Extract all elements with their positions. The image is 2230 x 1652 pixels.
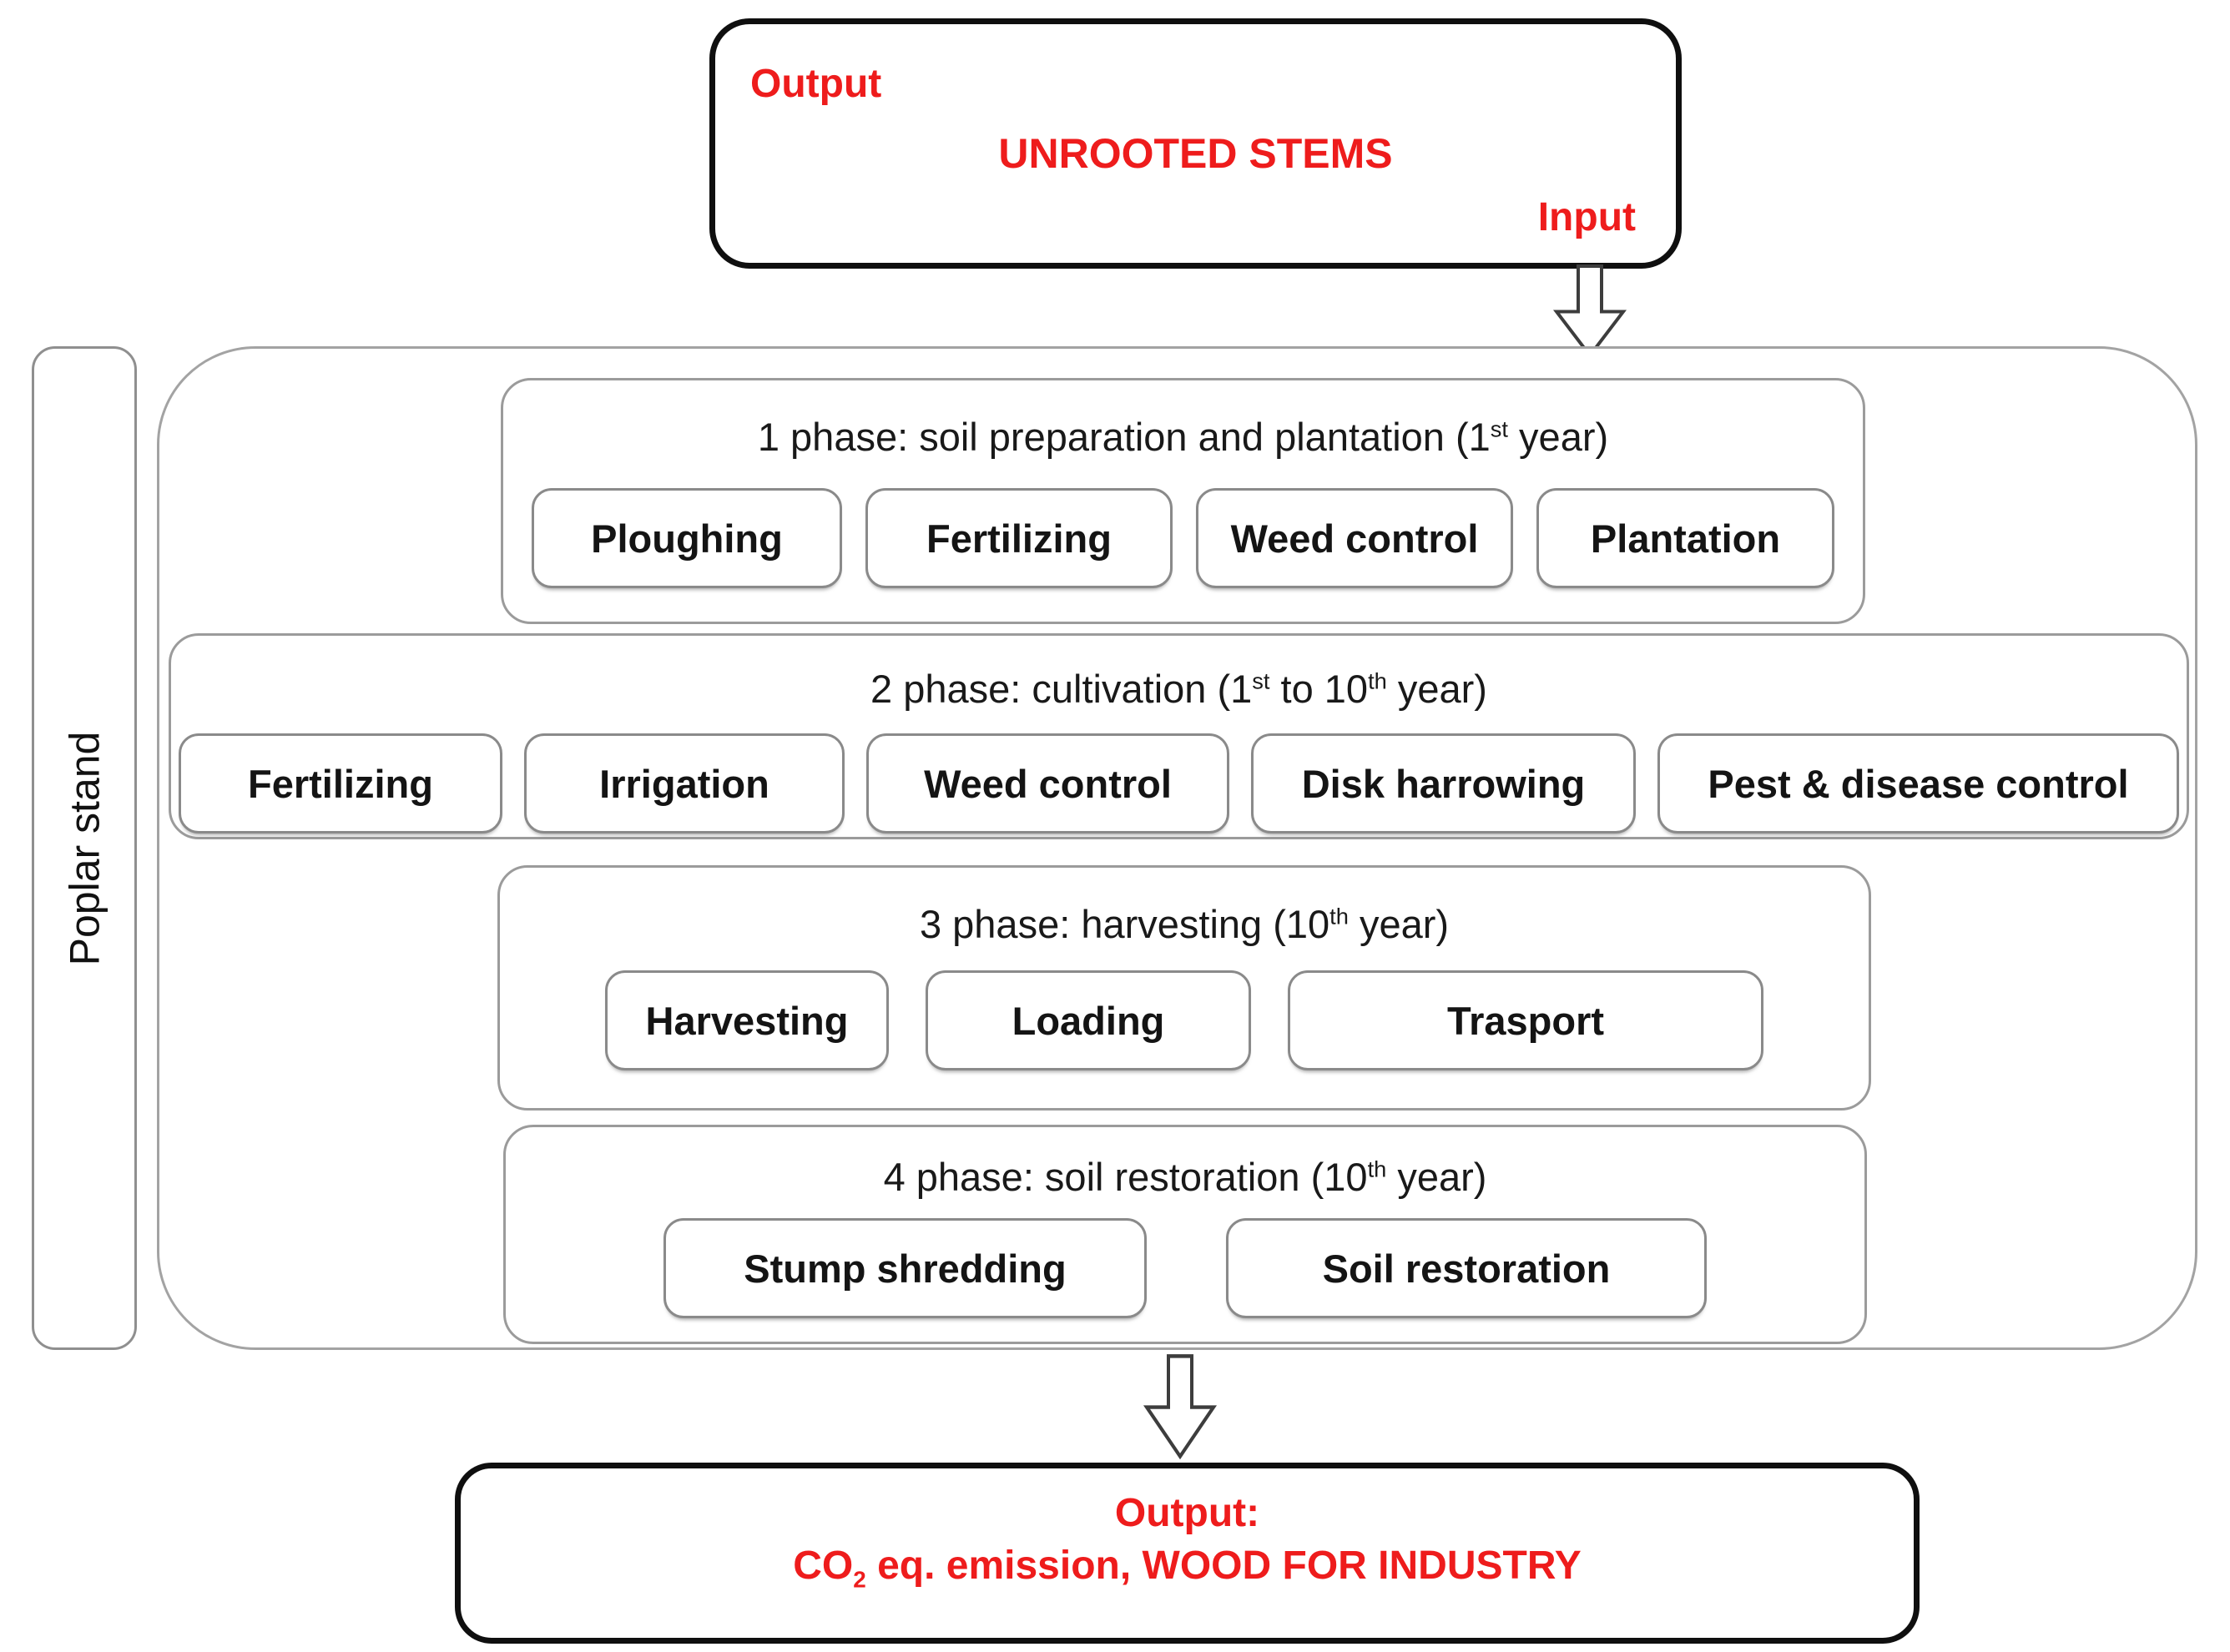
item-harvesting: Harvesting [605, 970, 889, 1070]
phase-2-title-tail: year) [1386, 667, 1487, 711]
phase-4-box: 4 phase: soil restoration (10th year) St… [503, 1125, 1867, 1344]
phase-2-box: 2 phase: cultivation (1st to 10th year) … [169, 633, 2189, 839]
poplar-stand-container: 1 phase: soil preparation and plantation… [157, 346, 2197, 1350]
output-box-line1: Output: [1114, 1491, 1260, 1535]
item-pest-disease-control: Pest & disease control [1657, 733, 2179, 834]
unrooted-stems-title: UNROOTED STEMS [998, 130, 1393, 177]
phase-1-title-sup: st [1490, 416, 1508, 442]
co2-subscript: 2 [853, 1566, 866, 1593]
phase-3-title: 3 phase: harvesting (10th year) [920, 901, 1449, 947]
input-label: Input [1537, 195, 1636, 239]
phase-2-title-sup1: st [1252, 667, 1270, 694]
item-loading: Loading [926, 970, 1251, 1070]
phase-3-items: Harvesting Loading Trasport [605, 970, 1763, 1070]
phase-4-title-tail: year) [1386, 1155, 1487, 1199]
phase-1-items: Ploughing Fertilizing Weed control Plant… [532, 488, 1834, 588]
phase-4-title-text: 4 phase: soil restoration (10 [883, 1155, 1368, 1199]
phase-3-title-text: 3 phase: harvesting (10 [919, 902, 1330, 946]
phase-2-items: Fertilizing Irrigation Weed control Disk… [179, 733, 2179, 834]
phase-3-title-tail: year) [1348, 902, 1450, 946]
output-box-line2: CO2 eq. emission, WOOD FOR INDUSTRY [461, 1543, 1914, 1591]
item-weed-control-phase2: Weed control [866, 733, 1229, 834]
co2-text: CO [793, 1544, 854, 1588]
poplar-stand-label: Poplar stand [61, 731, 108, 965]
phase-1-title: 1 phase: soil preparation and plantation… [758, 414, 1608, 460]
phase-4-items: Stump shredding Soil restoration [663, 1218, 1707, 1318]
phase-1-box: 1 phase: soil preparation and plantation… [501, 378, 1865, 624]
output-box-line2-tail: eq. emission, WOOD FOR INDUSTRY [865, 1544, 1582, 1588]
item-ploughing: Ploughing [532, 488, 842, 588]
item-weed-control-phase1: Weed control [1196, 488, 1513, 588]
phase-4-title-sup: th [1367, 1156, 1387, 1182]
phase-2-title: 2 phase: cultivation (1st to 10th year) [870, 666, 1487, 712]
phase-1-title-text: 1 phase: soil preparation and plantation… [757, 415, 1491, 459]
phase-3-box: 3 phase: harvesting (10th year) Harvesti… [497, 865, 1871, 1111]
down-arrow-icon [1552, 264, 1627, 359]
poplar-stand-label-box: Poplar stand [32, 346, 137, 1350]
phase-2-title-mid: to 10 [1269, 667, 1369, 711]
item-disk-harrowing: Disk harrowing [1251, 733, 1636, 834]
phase-1-title-tail: year) [1508, 415, 1609, 459]
phase-2-title-text: 2 phase: cultivation (1 [870, 667, 1253, 711]
item-plantation: Plantation [1536, 488, 1834, 588]
item-soil-restoration: Soil restoration [1226, 1218, 1707, 1318]
item-fertilizing-phase2: Fertilizing [179, 733, 502, 834]
output-label: Output [750, 62, 882, 106]
down-arrow-icon [1143, 1354, 1218, 1460]
phase-2-title-sup2: th [1368, 667, 1387, 694]
item-irrigation: Irrigation [524, 733, 845, 834]
unrooted-stems-box: Output UNROOTED STEMS Input [709, 18, 1682, 269]
output-box: Output: CO2 eq. emission, WOOD FOR INDUS… [455, 1463, 1920, 1644]
phase-4-title: 4 phase: soil restoration (10th year) [884, 1154, 1487, 1200]
item-fertilizing-phase1: Fertilizing [865, 488, 1173, 588]
item-trasport: Trasport [1288, 970, 1763, 1070]
item-stump-shredding: Stump shredding [663, 1218, 1147, 1318]
phase-3-title-sup: th [1329, 903, 1349, 929]
